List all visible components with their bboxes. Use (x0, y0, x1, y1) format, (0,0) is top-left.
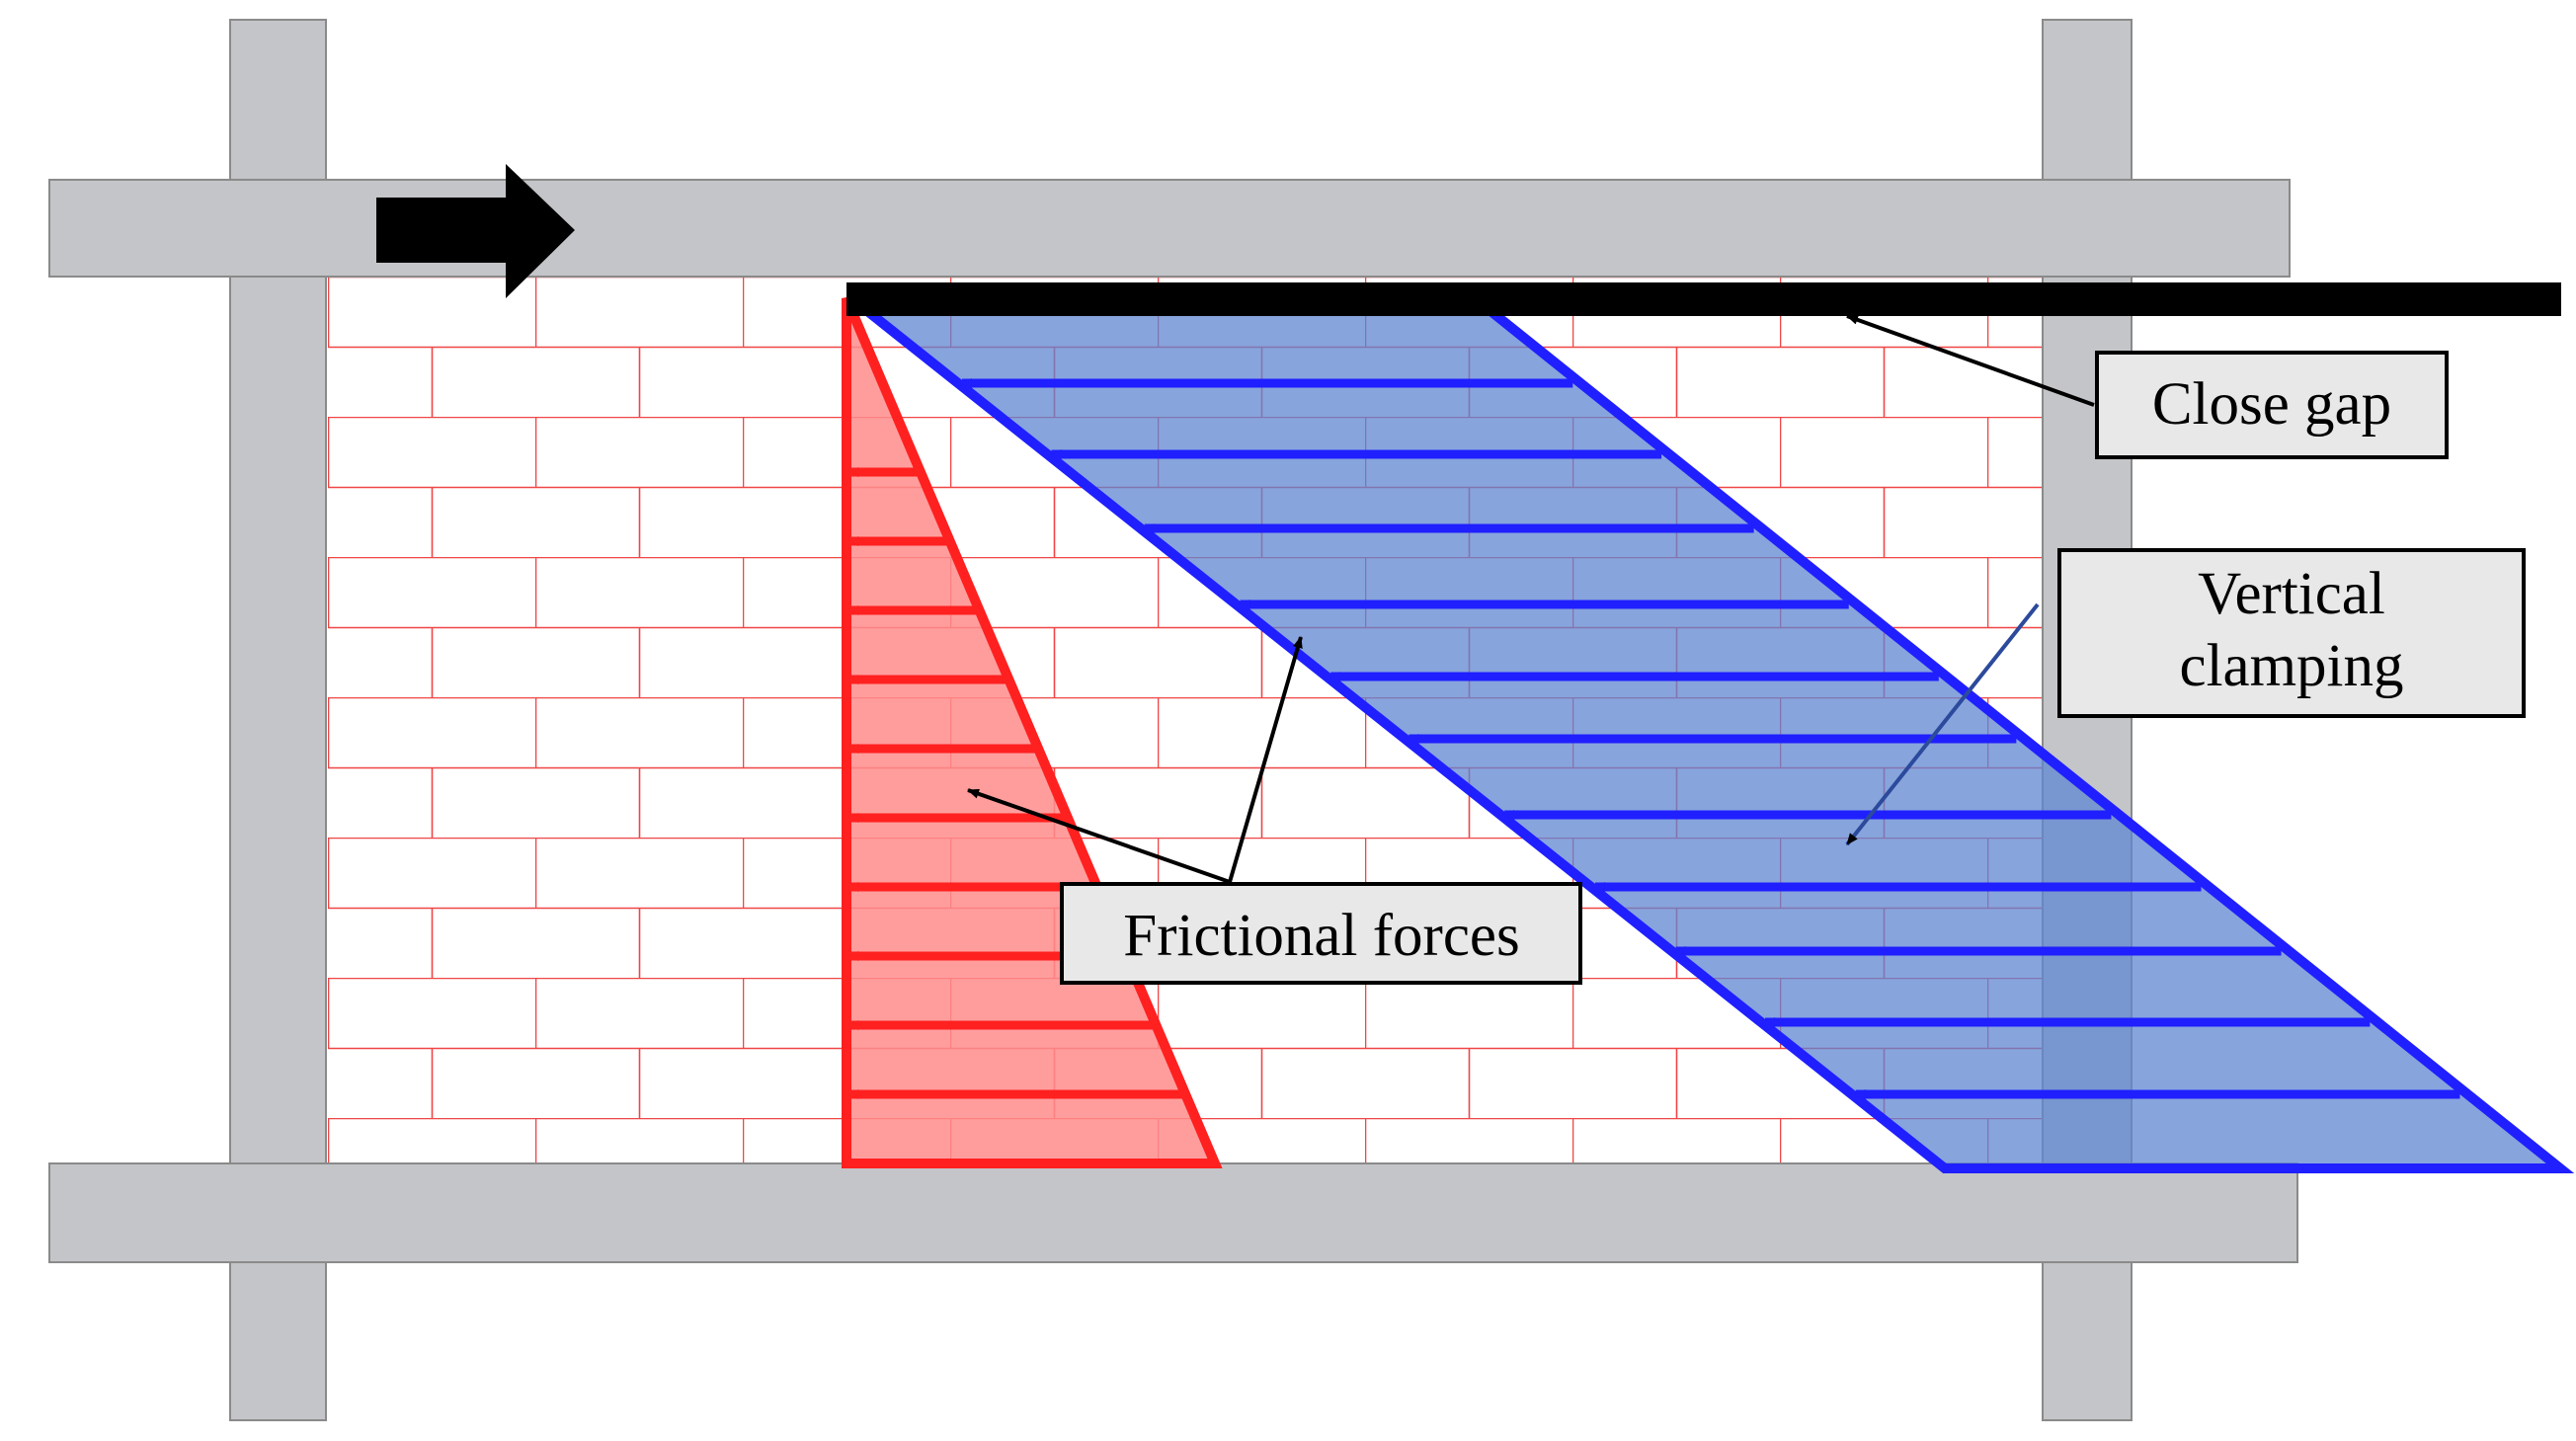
leader-lines (967, 314, 2095, 884)
close-gap-callout: Close gap (2095, 351, 2449, 459)
frictional-forces-callout: Frictional forces (1060, 882, 1582, 985)
bottom-beam (48, 1162, 2298, 1263)
frictional-leader-2 (1228, 636, 1303, 883)
close-gap-leader (1846, 314, 2095, 407)
clamping-leader (1845, 602, 2040, 846)
vertical-clamping-callout: Vertical clamping (2057, 548, 2526, 718)
close-gap-label: Close gap (2152, 371, 2391, 438)
frictional-leader-1 (967, 788, 1231, 884)
lateral-load-arrow-icon (376, 164, 575, 298)
frictional-forces-label: Frictional forces (1123, 903, 1519, 969)
vertical-clamping-label-line1: Vertical (2198, 561, 2385, 627)
vertical-clamping-label-line2: clamping (2180, 633, 2404, 699)
gap-line (846, 282, 2561, 316)
